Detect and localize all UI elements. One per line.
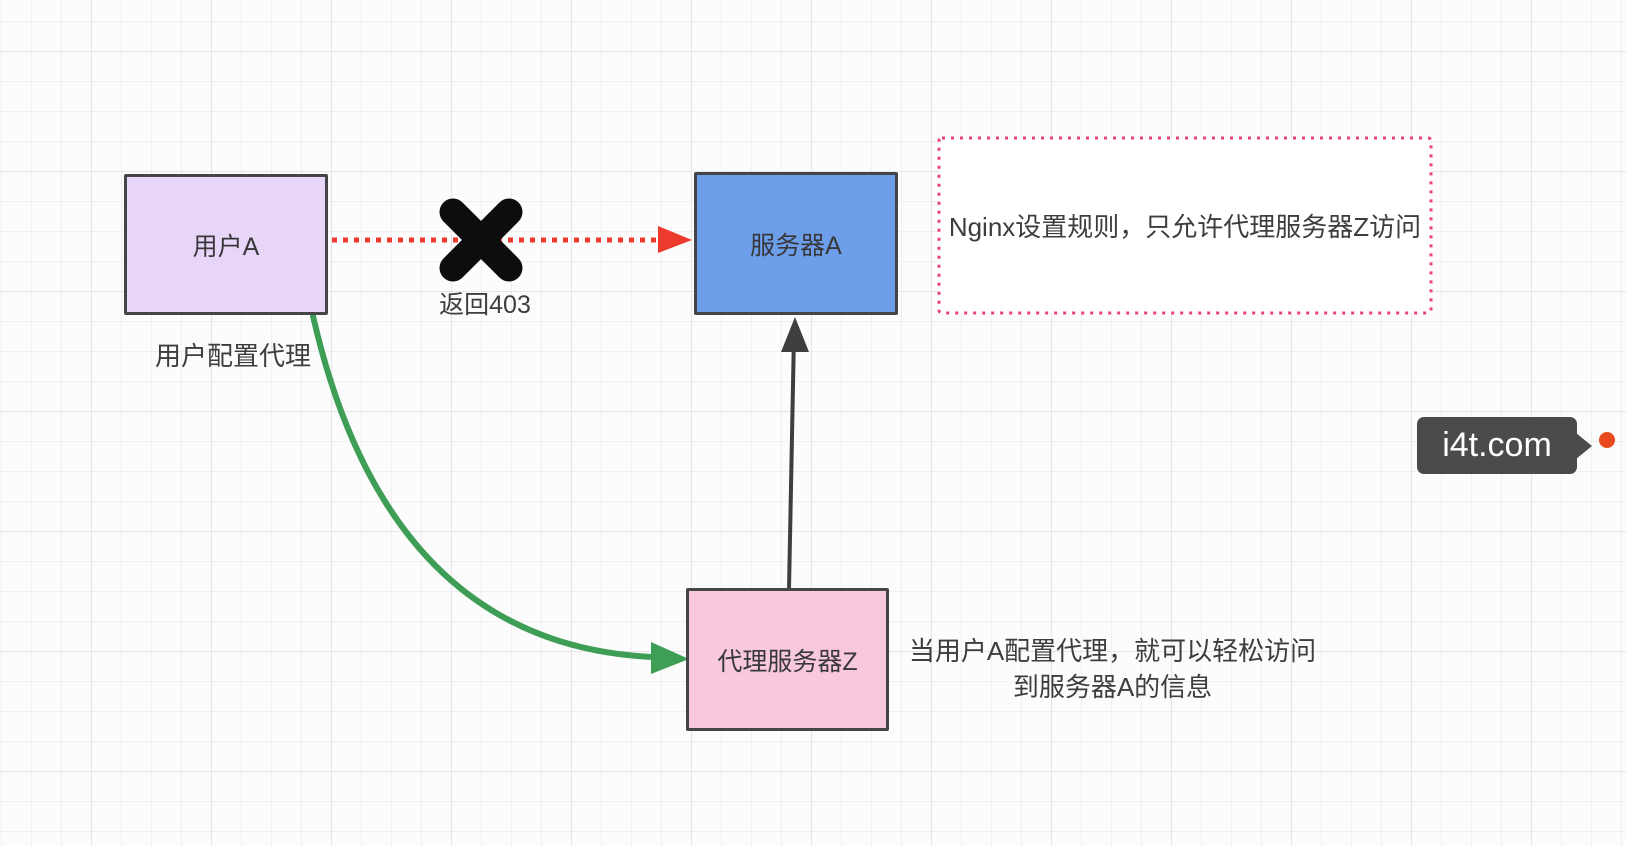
watermark-bubble: i4t.com bbox=[1417, 417, 1592, 474]
watermark-label: i4t.com bbox=[1442, 426, 1552, 464]
proxy-config-arrow-line bbox=[310, 313, 656, 660]
proxy-access-note-line2: 到服务器A的信息 bbox=[1012, 672, 1213, 702]
node-user-a: 用户A bbox=[124, 174, 328, 315]
node-proxy-z: 代理服务器Z bbox=[686, 588, 889, 731]
nginx-rule-label: Nginx设置规则，只允许代理服务器Z访问 bbox=[939, 138, 1431, 313]
node-user-a-label: 用户A bbox=[192, 232, 260, 261]
proxy-access-note-line1: 当用户A配置代理，就可以轻松访问 bbox=[908, 636, 1317, 666]
blocked-request-arrowhead bbox=[658, 226, 692, 253]
watermark-dot-icon bbox=[1599, 432, 1615, 448]
user-configures-proxy-label: 用户配置代理 bbox=[154, 341, 311, 371]
node-server-a: 服务器A bbox=[694, 172, 898, 315]
blocked-x-icon bbox=[439, 198, 523, 282]
proxy-config-arrowhead bbox=[651, 642, 689, 674]
return-403-label: 返回403 bbox=[439, 291, 531, 319]
watermark-pointer-icon bbox=[1576, 432, 1592, 459]
node-server-a-label: 服务器A bbox=[750, 231, 842, 260]
proxy-forward-arrowhead bbox=[781, 317, 809, 352]
nginx-rule-box bbox=[937, 136, 1433, 315]
node-proxy-z-label: 代理服务器Z bbox=[717, 647, 858, 676]
nginx-rule-text: Nginx设置规则，只允许代理服务器Z访问 bbox=[948, 212, 1422, 242]
proxy-access-note: 当用户A配置代理，就可以轻松访问 到服务器A的信息 bbox=[890, 633, 1335, 705]
proxy-forward-arrow-line bbox=[787, 333, 796, 590]
